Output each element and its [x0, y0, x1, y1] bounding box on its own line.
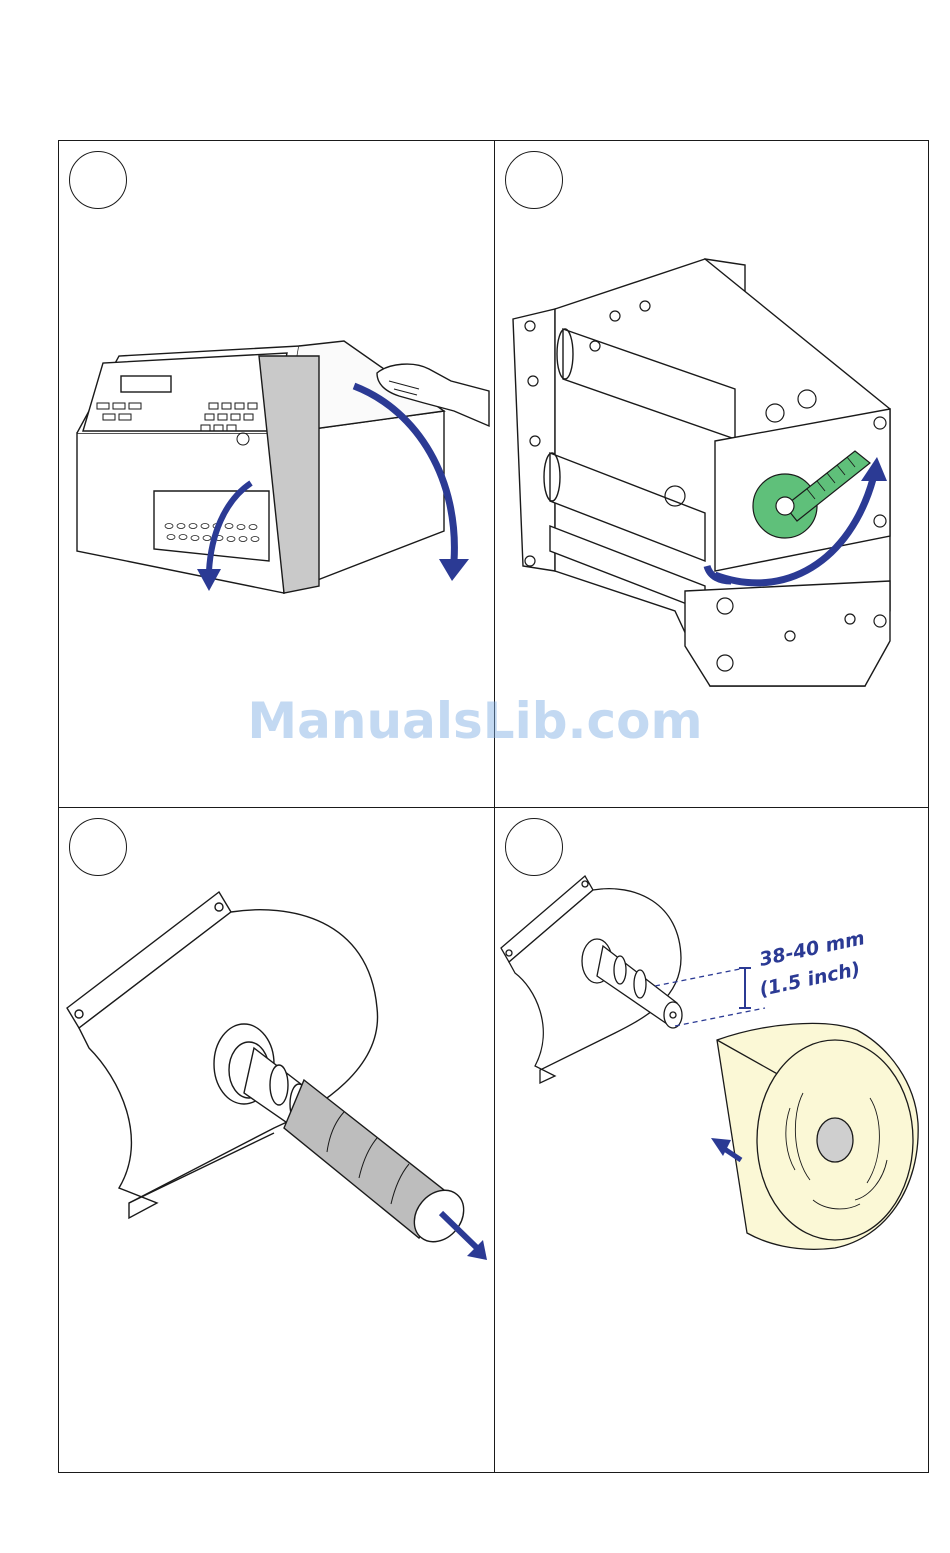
media-roll-illustration: 38-40 mm (1.5 inch) [495, 808, 930, 1474]
spindle-core-illustration [59, 808, 494, 1474]
panel-release-printhead [495, 141, 930, 807]
illustration-grid: 38-40 mm (1.5 inch) [58, 140, 929, 1473]
panel-open-cover [59, 141, 494, 807]
media-roll [717, 1023, 918, 1249]
panel-remove-core [59, 808, 494, 1474]
printhead-mechanism-illustration [495, 141, 930, 807]
printer-cover-illustration [59, 141, 494, 807]
panel-load-media: 38-40 mm (1.5 inch) [495, 808, 930, 1474]
